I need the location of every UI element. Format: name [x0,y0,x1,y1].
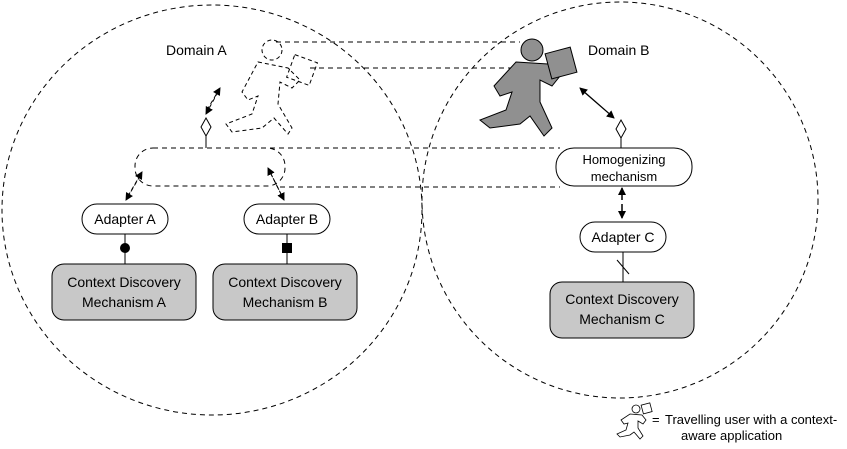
legend: = Travelling user with a context- aware … [616,402,837,443]
mechanism-a-line1: Context Discovery [67,274,181,290]
square-interface-b [282,234,292,264]
homogenizing-line1: Homogenizing [582,152,665,167]
ghost-user-icon [225,39,319,135]
legend-line2: aware application [681,428,782,443]
homogenizing-line2: mechanism [591,169,657,184]
virtual-homogenizer [134,147,286,187]
mechanism-b-line1: Context Discovery [228,274,342,290]
slash-interface-c [616,252,630,282]
mechanism-a-line2: Mechanism A [82,294,167,310]
context-discovery-mechanism-c: Context Discovery Mechanism C [549,281,695,339]
circle-interface-a [120,234,130,264]
mechanism-c-line1: Context Discovery [565,291,679,307]
adapter-a-label: Adapter A [94,211,156,227]
travelling-user-icon [479,38,578,137]
adapter-b-link [267,167,285,201]
mechanism-b-line2: Mechanism B [243,294,328,310]
diamond-connector-a [200,87,221,148]
adapter-c-label: Adapter C [591,229,654,245]
legend-equals: = [652,412,660,427]
domain-a-boundary [1,4,423,416]
domain-b-boundary [421,1,819,399]
adapter-b: Adapter B [243,203,331,235]
diamond-connector-b [579,87,627,148]
travel-path [270,41,560,188]
adapter-a: Adapter A [81,203,169,235]
mechanism-c-line2: Mechanism C [579,311,665,327]
adapter-b-label: Adapter B [256,211,318,227]
adapter-a-link [125,171,143,201]
domain-a-title: Domain A [166,42,227,58]
context-discovery-mechanism-a: Context Discovery Mechanism A [51,263,197,321]
legend-user-icon [616,402,653,440]
homogenizing-mechanism: Homogenizing mechanism [555,147,693,187]
domain-b-title: Domain B [588,42,649,58]
context-discovery-mechanism-b: Context Discovery Mechanism B [212,263,358,321]
adapter-c: Adapter C [579,221,667,253]
legend-line1: Travelling user with a context- [665,412,837,427]
